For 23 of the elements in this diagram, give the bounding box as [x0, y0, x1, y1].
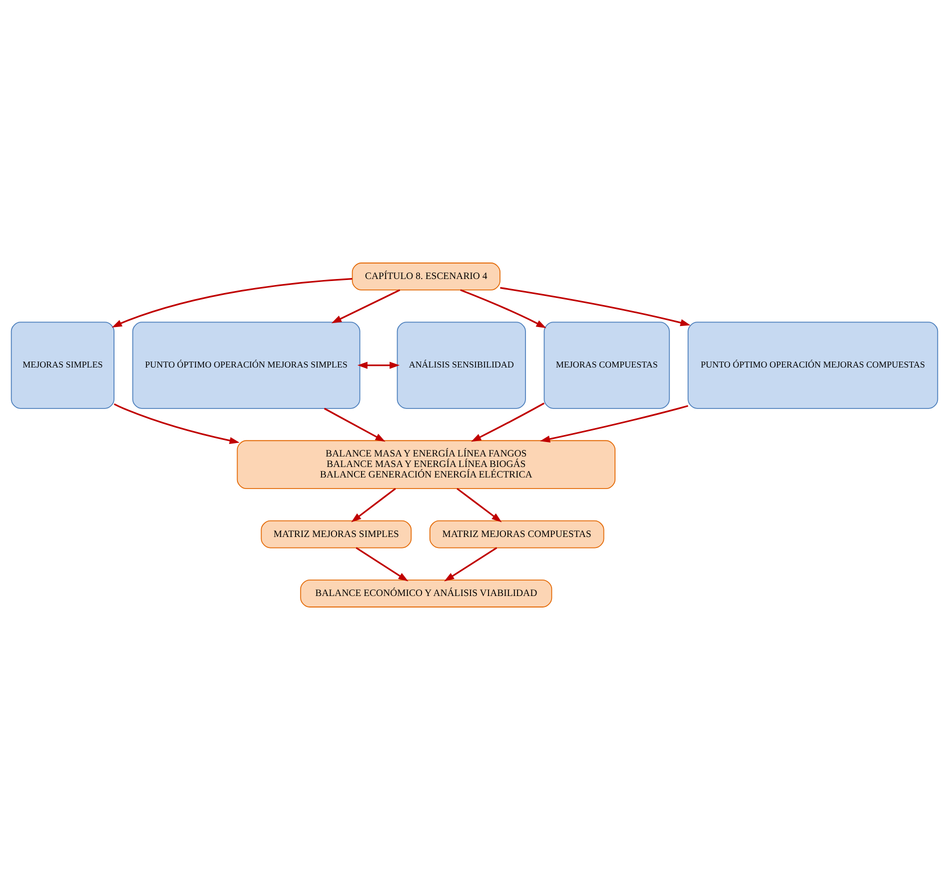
arrow — [540, 405, 688, 442]
arrow — [456, 488, 502, 522]
arrow — [331, 289, 400, 324]
node-box: BALANCE MASA Y ENERGÍA LÍNEA FANGOS BALANCE MASA Y ENERGÍA LÍNEA BIOGÁS BALANCE GENERACIÓN ENERGÍA ELÉCTRICA — [236, 440, 616, 490]
node-box: PUNTO ÓPTIMO OPERACIÓN MEJORAS SIMPLES — [132, 322, 360, 409]
arrow — [500, 287, 690, 326]
node-box: BALANCE ECONÓMICO Y ANÁLISIS VIABILIDAD — [300, 580, 552, 608]
node-box: ANÁLISIS SENSIBILIDAD — [396, 322, 526, 409]
node-box: MATRIZ MEJORAS SIMPLES — [260, 520, 412, 548]
arrow — [444, 547, 498, 582]
node-box: MEJORAS COMPUESTAS — [544, 322, 670, 409]
arrow — [324, 408, 386, 442]
arrow — [112, 278, 352, 328]
arrow — [460, 289, 546, 328]
arrow — [356, 547, 408, 582]
arrow — [471, 402, 545, 442]
arrow — [357, 362, 400, 369]
arrow — [114, 403, 240, 444]
node-box: MEJORAS SIMPLES — [10, 322, 114, 409]
arrow — [351, 488, 396, 522]
node-box: MATRIZ MEJORAS COMPUESTAS — [429, 520, 604, 548]
node-box: CAPÍTULO 8. ESCENARIO 4 — [352, 262, 500, 290]
node-box: PUNTO ÓPTIMO OPERACIÓN MEJORAS COMPUESTAS — [688, 322, 938, 409]
